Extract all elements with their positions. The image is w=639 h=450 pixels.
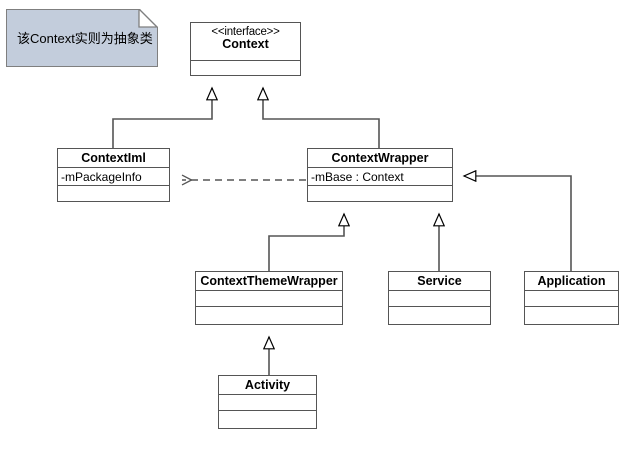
class-compartment-service-methods (389, 307, 490, 324)
class-compartment-contextiml-methods (58, 186, 169, 201)
class-header-service: Service (389, 272, 490, 291)
edge-contextwrapper-to-context (263, 88, 380, 148)
note-fold-lines-icon (138, 9, 158, 28)
class-box-service[interactable]: Service (388, 271, 491, 325)
class-compartment-activity-attrs (219, 395, 316, 411)
class-attribute-contextiml-mpackageinfo: -mPackageInfo (58, 168, 169, 186)
note-text: 该Context实则为抽象类 (17, 31, 153, 46)
class-header-contextwrapper: ContextWrapper (308, 149, 452, 168)
class-header-activity: Activity (219, 376, 316, 395)
class-box-application[interactable]: Application (524, 271, 619, 325)
class-compartment-application-methods (525, 307, 618, 324)
class-compartment-contextthemewrapper-methods (196, 307, 342, 324)
class-compartment-contextwrapper-methods (308, 186, 452, 201)
class-name-context: Context (222, 37, 269, 52)
class-box-contextwrapper[interactable]: ContextWrapper -mBase : Context (307, 148, 453, 202)
class-compartment-contextthemewrapper-attrs (196, 291, 342, 307)
edge-application-to-contextwrapper (464, 176, 572, 271)
class-header-context: <<interface>> Context (191, 23, 300, 61)
edge-contextiml-to-context (112, 88, 212, 148)
class-compartment-activity-methods (219, 411, 316, 428)
class-compartment-application-attrs (525, 291, 618, 307)
class-name-service: Service (417, 274, 462, 288)
edge-contextthemewrapper-to-contextwrapper (268, 214, 344, 271)
class-name-contextiml: ContextIml (81, 151, 146, 165)
class-box-activity[interactable]: Activity (218, 375, 317, 429)
class-name-activity: Activity (244, 378, 291, 392)
class-name-contextthemewrapper: ContextThemeWrapper (200, 274, 338, 288)
class-header-application: Application (525, 272, 618, 291)
class-name-application: Application (537, 274, 606, 288)
class-attribute-contextwrapper-mbase: -mBase : Context (308, 168, 452, 186)
class-header-contextiml: ContextIml (58, 149, 169, 168)
class-stereotype-context: <<interface>> (211, 26, 280, 38)
class-compartment-context-1 (191, 61, 300, 75)
note-context-abstract: 该Context实则为抽象类 (6, 9, 158, 67)
class-box-contextiml[interactable]: ContextIml -mPackageInfo (57, 148, 170, 202)
class-box-contextthemewrapper[interactable]: ContextThemeWrapper (195, 271, 343, 325)
class-box-context[interactable]: <<interface>> Context (190, 22, 301, 76)
class-header-contextthemewrapper: ContextThemeWrapper (196, 272, 342, 291)
class-name-contextwrapper: ContextWrapper (331, 151, 429, 165)
class-compartment-service-attrs (389, 291, 490, 307)
